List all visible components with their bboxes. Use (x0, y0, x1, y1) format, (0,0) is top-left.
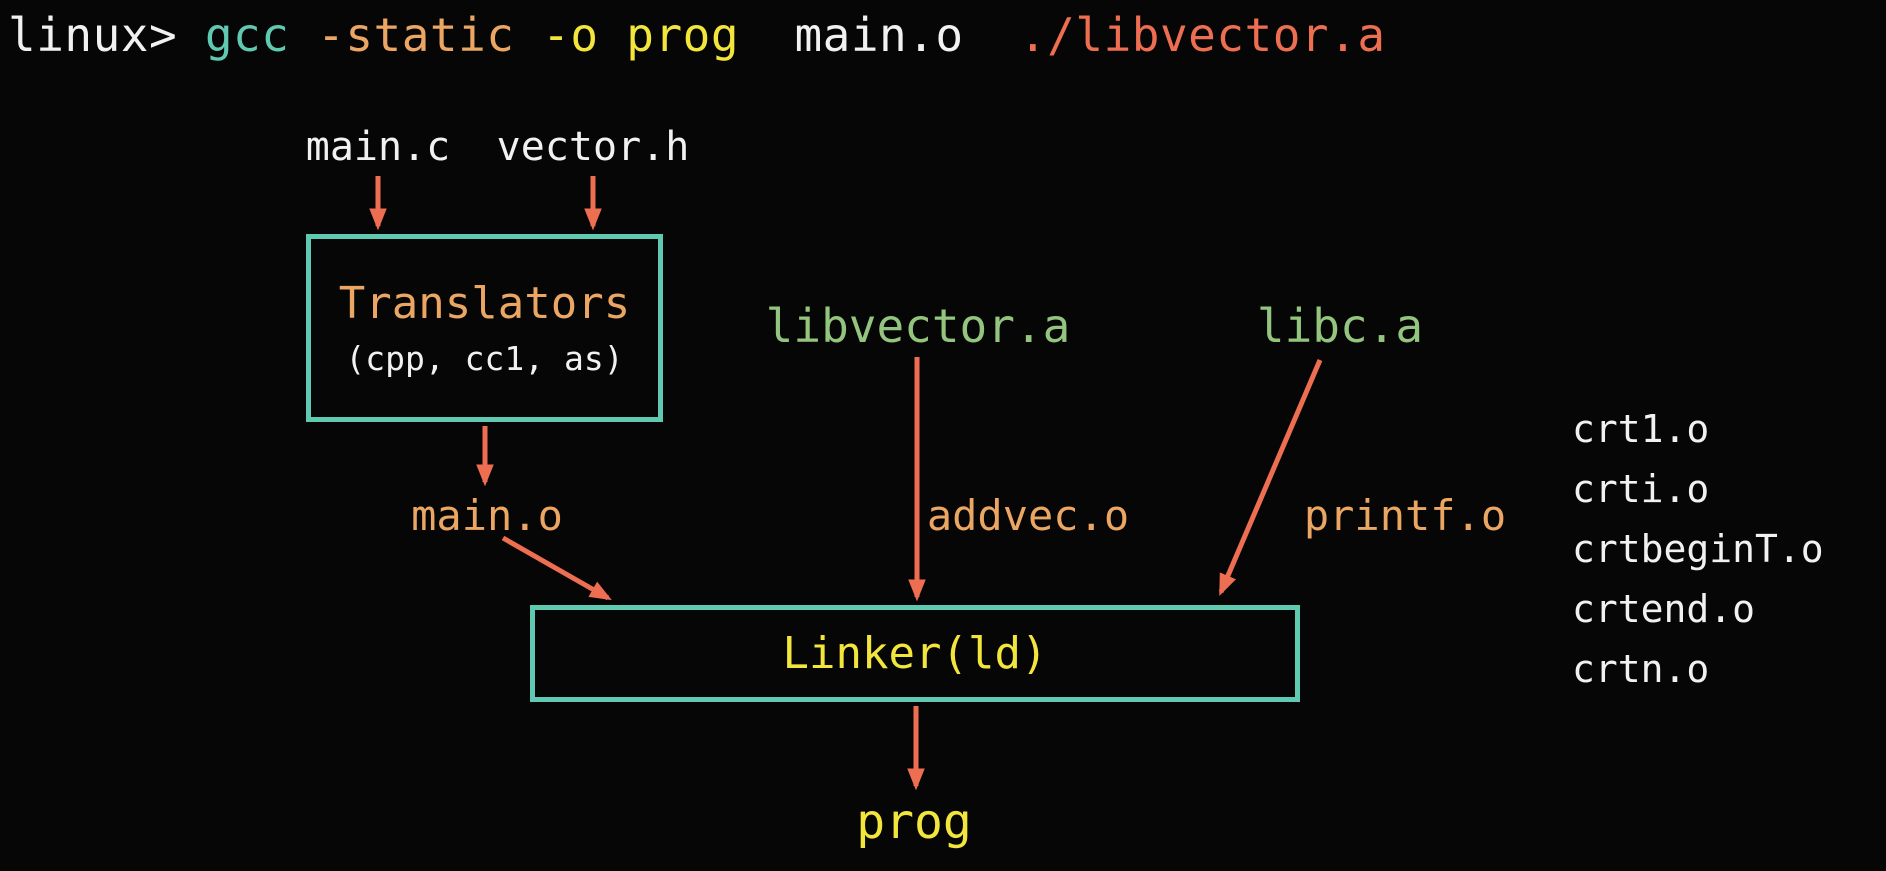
terminal-command-line: linux> gcc -static -o prog main.o ./libvector.… (8, 8, 1386, 62)
cmd-token-prompt: linux> (8, 8, 178, 62)
cmd-token-static: -static (317, 8, 515, 62)
translators-title: Translators (338, 278, 631, 329)
crt-file-item: crtbeginT.o (1572, 527, 1824, 571)
cmd-token-gcc: gcc (204, 8, 290, 62)
cmd-token-prog: prog (626, 8, 740, 62)
crt-file-item: crti.o (1572, 467, 1710, 511)
label-main-c: main.c (305, 124, 451, 170)
cmd-token-o-flag: -o (542, 8, 599, 62)
cmd-token-libvector: ./libvector.a (1018, 8, 1386, 62)
label-addvec-o: addvec.o (926, 491, 1130, 540)
translators-subtitle: (cpp, cc1, as) (345, 339, 624, 378)
label-libc-a: libc.a (1256, 299, 1424, 353)
linker-title: Linker(ld) (782, 628, 1048, 679)
label-libvector-a: libvector.a (765, 299, 1071, 353)
translators-box: Translators (cpp, cc1, as) (306, 234, 663, 422)
label-printf-o: printf.o (1303, 491, 1507, 540)
crt-file-item: crt1.o (1572, 407, 1710, 451)
label-prog-output: prog (856, 794, 972, 850)
label-main-o: main.o (411, 491, 563, 540)
label-vector-h: vector.h (496, 124, 690, 170)
cmd-token-main-o: main.o (794, 8, 964, 62)
arrow-main-o-to-linker (501, 535, 612, 601)
crt-files-list: crt1.o crti.o crtbeginT.o crtend.o crtn.… (1572, 399, 1824, 699)
linker-box: Linker(ld) (530, 605, 1300, 702)
arrow-libc-to-linker (1218, 359, 1323, 597)
crt-file-item: crtend.o (1572, 587, 1756, 631)
crt-file-item: crtn.o (1572, 647, 1710, 691)
